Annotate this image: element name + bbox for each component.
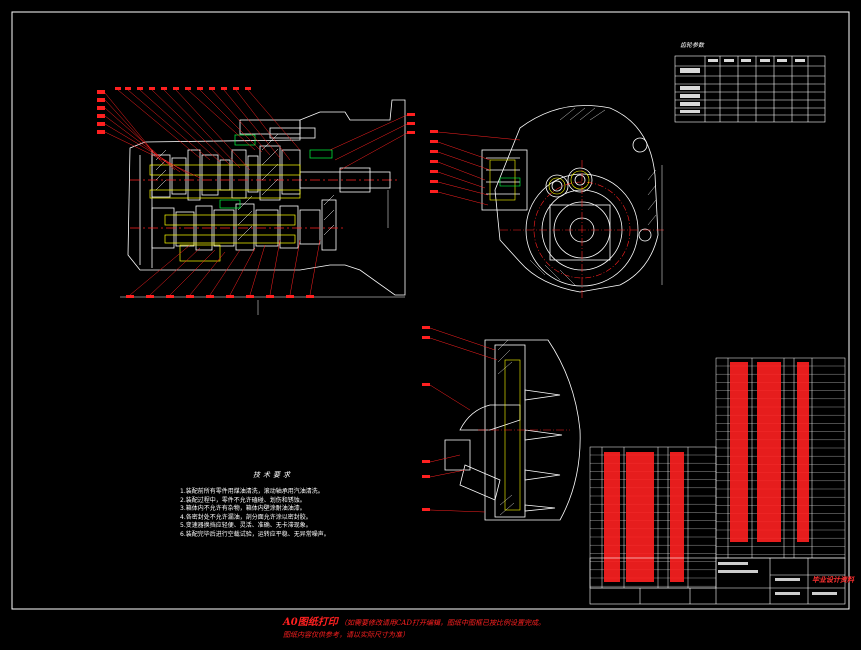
gear-parameter-title: 齿轮参数 [680, 42, 705, 49]
print-note: A0图纸打印 （如需要修改请用CAD打开编辑，图纸中图框已按比例设置完成。 图纸… [283, 617, 803, 641]
requirement-line: 6.装配完毕后进行空载试验，运转应平稳、无异常噪声。 [180, 530, 330, 538]
print-note-headline: A0图纸打印 [283, 617, 338, 628]
requirement-line: 4.各密封处不允许漏油，剖分面允许涂以密封胶。 [180, 513, 312, 521]
drawing-border [11, 11, 850, 610]
technical-requirements-title: 技术要求 [253, 471, 293, 479]
main-view-balloons [97, 87, 415, 298]
title-block [589, 557, 846, 605]
print-note-line1: （如需要修改请用CAD打开编辑，图纸中图框已按比例设置完成。 [339, 619, 545, 627]
title-block-stamp: 毕业设计资料 [812, 575, 854, 584]
technical-requirements-text: 1.装配前所有零件用煤油清洗，滚动轴承用汽油清洗。 2.装配过程中，零件不允许磕… [180, 488, 440, 539]
print-note-line2: 图纸内容仅供参考，请以实际尺寸为准） [283, 631, 409, 639]
requirement-line: 1.装配前所有零件用煤油清洗，滚动轴承用汽油清洗。 [180, 488, 324, 495]
gear-parameter-table [674, 55, 826, 123]
requirement-line: 2.装配过程中，零件不允许磕碰、划伤和锈蚀。 [180, 496, 306, 504]
requirement-line: 3.箱体内不允许有杂物，箱体内壁涂耐油油漆。 [180, 505, 306, 512]
requirement-line: 5.变速器换挡应轻便、灵活、准确、无卡滞现象。 [180, 522, 312, 529]
main-view-leaders [104, 89, 321, 296]
main-section-view [120, 99, 406, 315]
